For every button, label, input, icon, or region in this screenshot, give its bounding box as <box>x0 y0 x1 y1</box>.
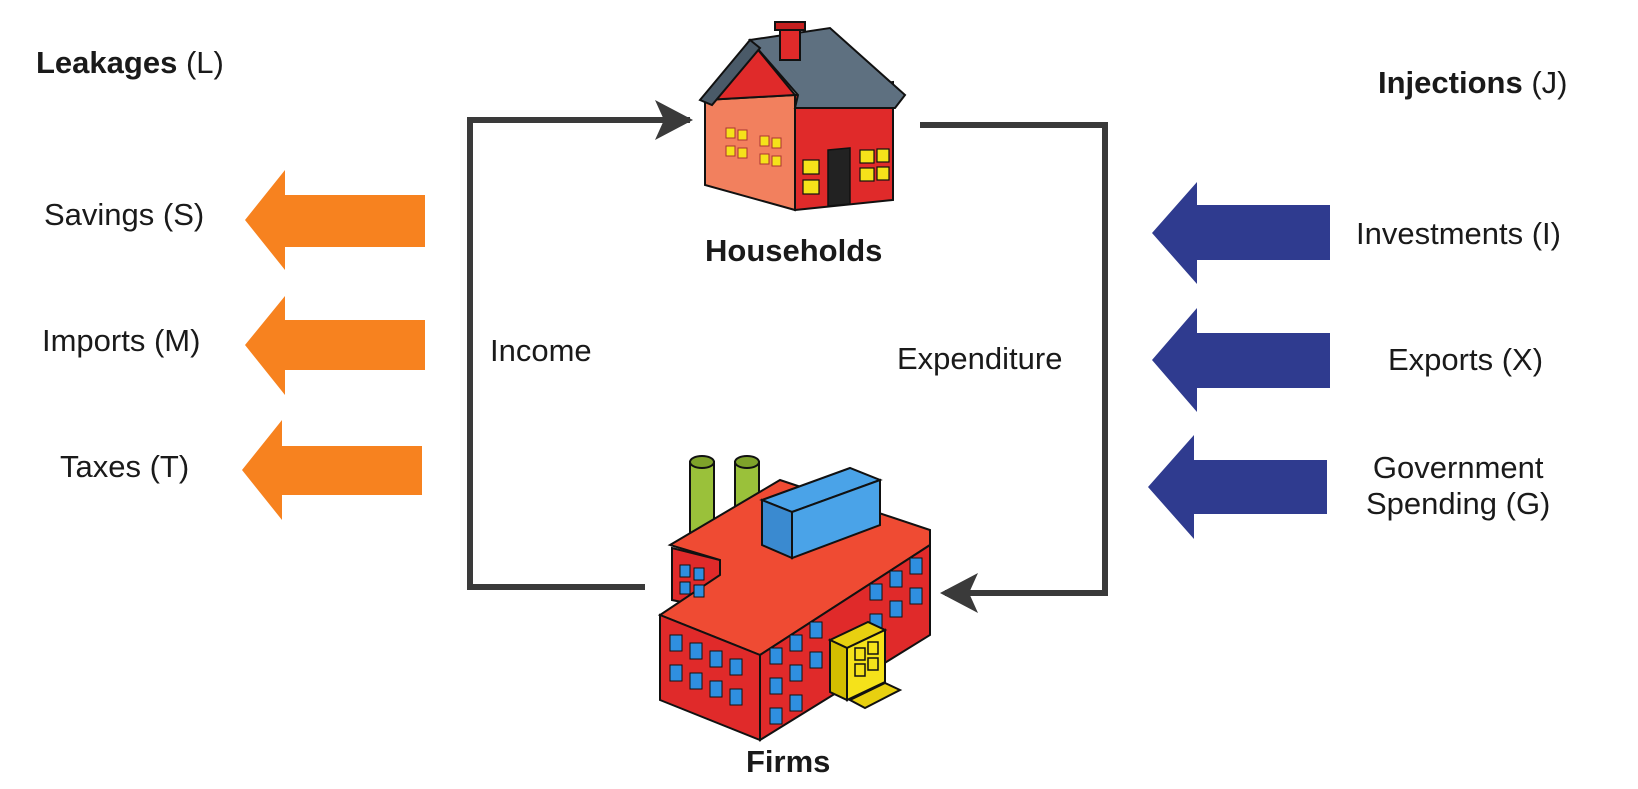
leakage-label-savings: Savings (S) <box>44 197 205 232</box>
expenditure-label: Expenditure <box>897 341 1063 376</box>
injections-heading: Injections (J) <box>1378 65 1567 101</box>
leakage-arrows <box>242 170 425 520</box>
injection-label-investments: Investments (I) <box>1356 216 1561 251</box>
injections-code: (J) <box>1531 65 1568 100</box>
income-flow-line <box>467 117 690 590</box>
injection-arrow-investments <box>1152 182 1330 284</box>
injection-label-government-line1: Government <box>1372 450 1544 485</box>
injections-title: Injections <box>1378 65 1523 100</box>
injection-label-government: Government Spending (G) <box>1366 450 1550 521</box>
injection-label-exports: Exports (X) <box>1388 342 1544 377</box>
expenditure-arrowhead <box>940 573 978 613</box>
factory-icon <box>657 455 931 742</box>
leakages-title: Leakages <box>36 45 178 80</box>
income-label: Income <box>490 333 592 368</box>
house-icon <box>698 21 907 212</box>
injection-label-government-line2: Spending (G) <box>1366 485 1551 521</box>
leakages-code: (L) <box>185 45 224 80</box>
leakage-label-imports: Imports (M) <box>42 323 201 358</box>
injection-arrows <box>1148 182 1330 539</box>
firms-label: Firms <box>746 744 831 779</box>
leakage-label-taxes: Taxes (T) <box>60 449 190 484</box>
leakage-arrow-imports <box>245 296 425 395</box>
injection-arrow-government <box>1148 435 1327 539</box>
leakage-arrow-taxes <box>242 420 422 520</box>
income-arrowhead <box>655 100 693 140</box>
expenditure-flow-line <box>920 122 1108 596</box>
households-label: Households <box>705 233 883 268</box>
leakage-arrow-savings <box>245 170 425 270</box>
injection-arrow-exports <box>1152 308 1330 412</box>
leakages-heading: Leakages (L) <box>36 45 224 81</box>
